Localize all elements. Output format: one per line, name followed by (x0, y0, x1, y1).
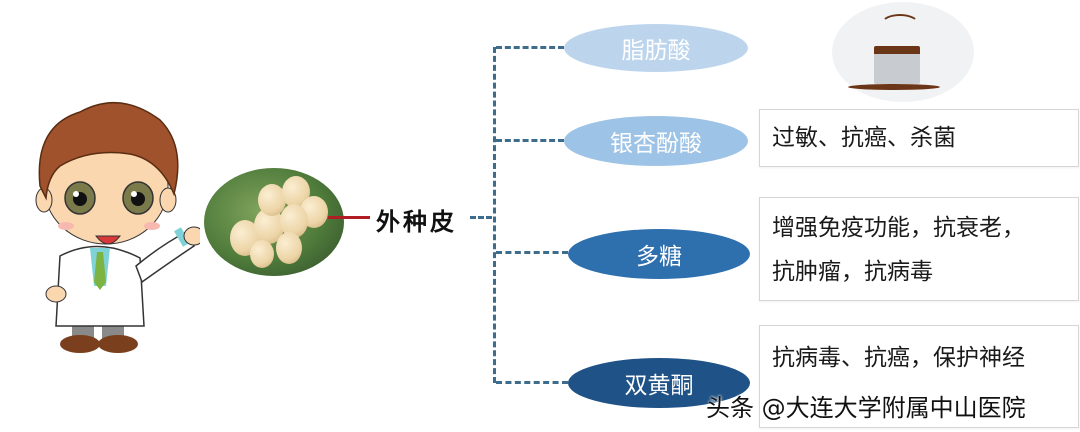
effect-box-polysaccharide: 增强免疫功能，抗衰老， 抗肿瘤，抗病毒 (759, 197, 1079, 301)
root-dash-connector (470, 216, 492, 219)
effect-box-biflavone: 抗病毒、抗癌，保护神经 (759, 325, 1079, 428)
ginkgo-fruit-photo (204, 168, 344, 276)
effect-text-line-2: 抗肿瘤，抗病毒 (772, 259, 933, 285)
component-label: 脂肪酸 (621, 38, 691, 64)
component-node-ginkgolic-acid: 银杏酚酸 (564, 116, 748, 166)
branch-connector-3 (496, 251, 568, 254)
branch-connector-1 (496, 46, 564, 49)
component-label: 银杏酚酸 (610, 131, 702, 157)
branch-connector-2 (496, 139, 564, 142)
root-connector-line (328, 216, 370, 219)
steam-icon (880, 14, 920, 36)
effect-text: 过敏、抗癌、杀菌 (772, 125, 956, 151)
component-node-biflavone: 双黄酮 (568, 358, 750, 408)
effect-text-line-1: 增强免疫功能，抗衰老， (772, 215, 1025, 241)
component-node-fatty-acid: 脂肪酸 (564, 24, 748, 72)
spill-shape (848, 84, 940, 90)
doctor-illustration (35, 101, 200, 353)
component-label: 双黄酮 (624, 373, 694, 399)
component-node-polysaccharide: 多糖 (568, 229, 750, 279)
component-label: 多糖 (636, 244, 682, 270)
pot-icon (874, 46, 920, 84)
watermark: 头条 @大连大学附属中山医院 (706, 394, 1026, 422)
effect-text: 抗病毒、抗癌，保护神经 (772, 345, 1025, 371)
root-label: 外种皮 (376, 208, 457, 236)
effect-box-ginkgolic-acid: 过敏、抗癌、杀菌 (759, 109, 1079, 167)
trunk-connector (493, 47, 496, 383)
branch-connector-4 (496, 381, 568, 384)
